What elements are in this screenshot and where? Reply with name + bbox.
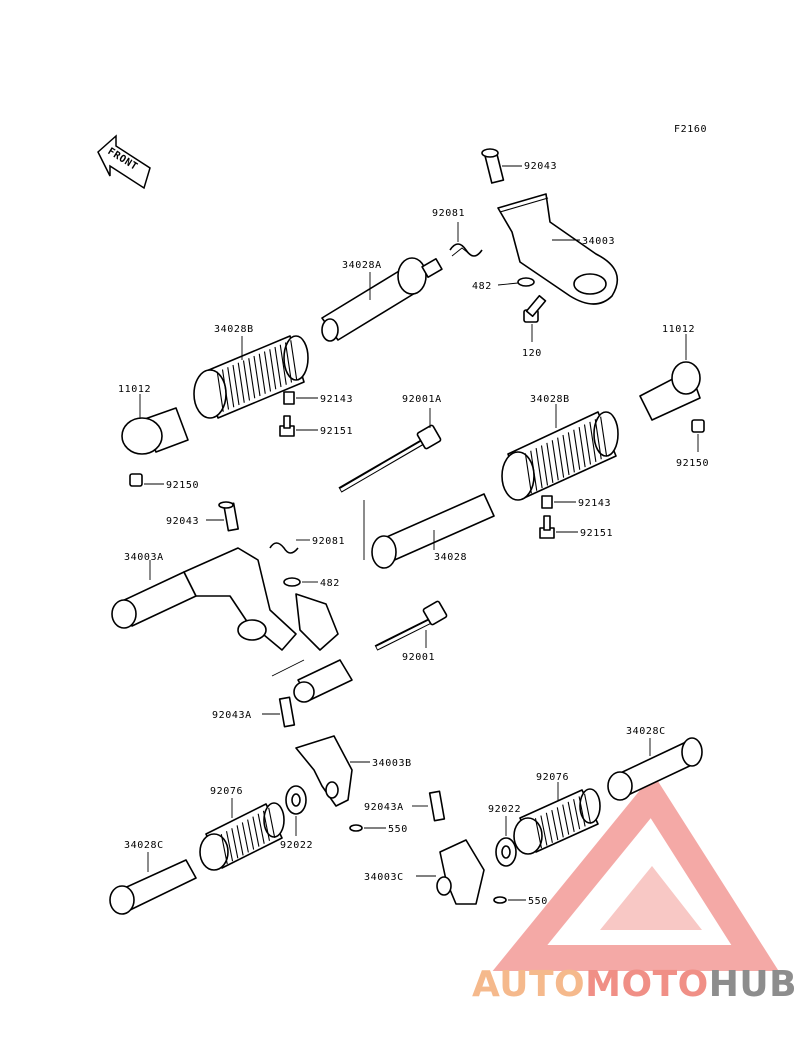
label-92076-left: 92076 — [210, 786, 243, 797]
label-92001: 92001 — [402, 652, 435, 663]
label-92043-mid: 92043 — [166, 516, 199, 527]
bolt-92150-right — [691, 419, 705, 433]
label-34003B: 34003B — [372, 758, 412, 769]
pin-550-left — [349, 824, 363, 832]
spring-92081-mid — [269, 542, 299, 554]
pin-92043-mid — [218, 501, 239, 532]
label-92022-left: 92022 — [280, 840, 313, 851]
watermark-logo: AUTOMOTOHUB — [472, 773, 797, 1005]
cotter-pin-482-mid — [283, 577, 301, 587]
label-34028C-left: 34028C — [124, 840, 164, 851]
label-11012-right: 11012 — [662, 324, 695, 335]
watermark-auto: AUTO — [472, 964, 585, 1005]
label-120: 120 — [522, 348, 542, 359]
label-92150-right: 92150 — [676, 458, 709, 469]
label-92043A-left: 92043A — [212, 710, 252, 721]
bolt-92150-left — [129, 473, 143, 487]
label-92151-left: 92151 — [320, 426, 353, 437]
label-550-right: 550 — [528, 896, 548, 907]
figure-code: F2160 — [674, 124, 707, 135]
rubber-34028B-right — [501, 411, 619, 501]
front-arrow-icon: FRONT — [97, 134, 151, 190]
label-34028: 34028 — [434, 552, 467, 563]
label-34028B-right: 34028B — [530, 394, 570, 405]
bolt-120 — [523, 294, 547, 323]
label-34028C-right: 34028C — [626, 726, 666, 737]
label-34028B-left: 34028B — [214, 324, 254, 335]
label-92081-top: 92081 — [432, 208, 465, 219]
label-92151-right: 92151 — [580, 528, 613, 539]
shaft-34003A — [111, 547, 353, 703]
label-92143-left: 92143 — [320, 394, 353, 405]
cotter-pin-482-top — [517, 277, 535, 287]
label-34003: 34003 — [582, 236, 615, 247]
svg-text:AUTOMOTOHUB: AUTOMOTOHUB — [472, 964, 797, 1005]
peg-34028C-left — [109, 859, 197, 915]
label-92043A-right: 92043A — [364, 802, 404, 813]
bolt-92143-left — [283, 391, 295, 405]
label-92150-left: 92150 — [166, 480, 199, 491]
bolt-92001 — [374, 600, 448, 651]
label-34003A: 34003A — [124, 552, 164, 563]
bolt-92151-right — [539, 515, 555, 539]
bracket-34003B — [295, 735, 353, 807]
label-92076-right: 92076 — [536, 772, 569, 783]
label-34003C: 34003C — [364, 872, 404, 883]
watermark-moto: MOTO — [585, 964, 709, 1005]
pin-550-right — [493, 896, 507, 904]
bolt-92001A — [338, 424, 442, 493]
rubber-92076-right — [513, 788, 601, 855]
spring-92081-top — [449, 243, 483, 257]
label-550-left: 550 — [388, 824, 408, 835]
label-482-top: 482 — [472, 281, 492, 292]
label-482-mid: 482 — [320, 578, 340, 589]
cap-11012-left — [121, 407, 189, 455]
watermark-hub: HUB — [709, 964, 797, 1005]
rubber-92076-left — [199, 802, 285, 871]
pin-92043-top — [481, 148, 505, 184]
bolt-92151-left — [279, 415, 295, 437]
bolt-92143-right — [541, 495, 553, 509]
peg-34028C-right — [607, 737, 703, 801]
cap-11012-right — [639, 361, 701, 421]
pedal-arm-34003 — [497, 193, 619, 305]
label-92043-top: 92043 — [524, 161, 557, 172]
washer-92022-left — [285, 785, 307, 815]
pin-92043A-left — [278, 696, 296, 728]
label-11012-left: 11012 — [118, 384, 151, 395]
label-92081-mid: 92081 — [312, 536, 345, 547]
pin-92043A-right — [428, 790, 446, 822]
label-92143-right: 92143 — [578, 498, 611, 509]
rubber-34028B-left — [193, 335, 309, 419]
label-92022-right: 92022 — [488, 804, 521, 815]
washer-92022-right — [495, 837, 517, 867]
holder-34028 — [371, 493, 495, 569]
bracket-34003C — [436, 839, 485, 905]
label-34028A: 34028A — [342, 260, 382, 271]
holder-34028A — [321, 257, 443, 342]
label-92001A: 92001A — [402, 394, 442, 405]
